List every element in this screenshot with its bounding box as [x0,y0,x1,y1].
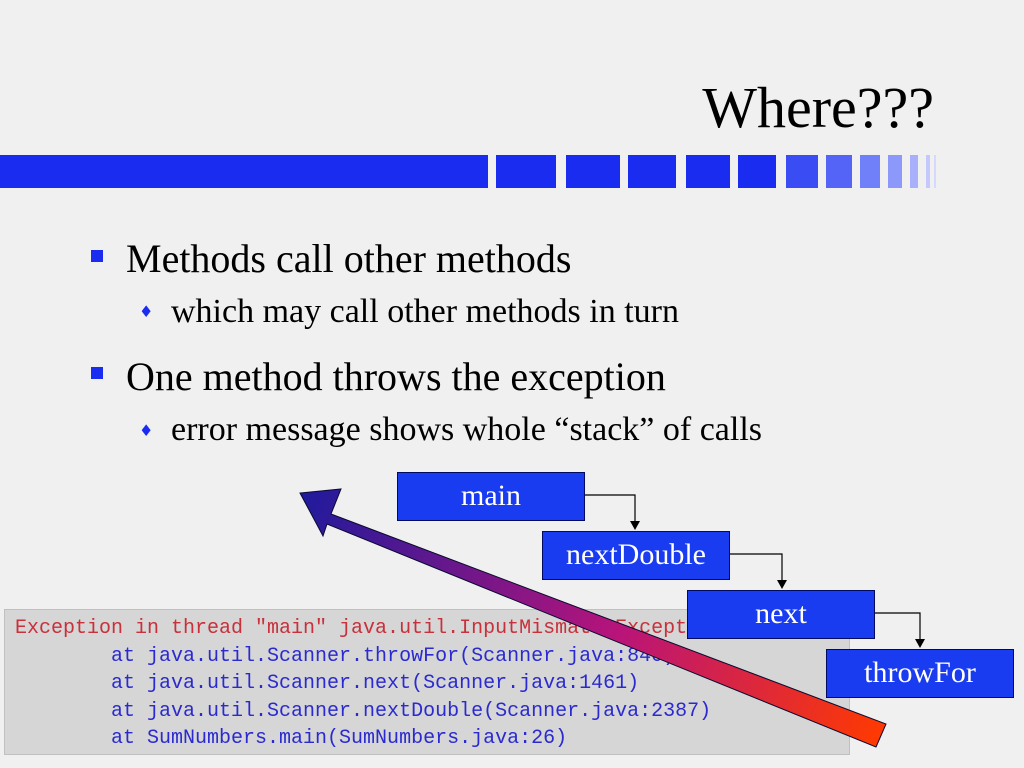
console-line-throwfor: at java.util.Scanner.throwFor(Scanner.ja… [15,644,676,668]
stack-box-next: next [687,590,875,639]
title-decorative-bar [0,155,936,188]
sub-bullet-may-call: which may call other methods in turn [171,293,679,330]
bullet-throws-exception: One method throws the exception [126,354,666,399]
stack-box-nextdouble: nextDouble [542,531,730,580]
console-line-exception: Exception in thread "main" java.util.Inp… [15,617,724,640]
slide-title: Where??? [702,75,934,140]
console-line-nextdouble: at java.util.Scanner.nextDouble(Scanner.… [15,699,712,723]
console-line-next: at java.util.Scanner.next(Scanner.java:1… [15,672,640,695]
stack-box-throwfor: throwFor [826,649,1014,698]
console-line-main: at SumNumbers.main(SumNumbers.java:26) [15,727,568,750]
bullet-methods-call: Methods call other methods [126,236,572,281]
sub-bullet-diamond-icon: ♦ [139,421,154,440]
sub-bullet-stack: error message shows whole “stack” of cal… [171,411,763,448]
sub-bullet-diamond-icon: ♦ [139,302,154,321]
bullet-square-icon [91,250,103,262]
bullet-square-icon [91,367,103,379]
stack-box-main: main [397,472,585,521]
